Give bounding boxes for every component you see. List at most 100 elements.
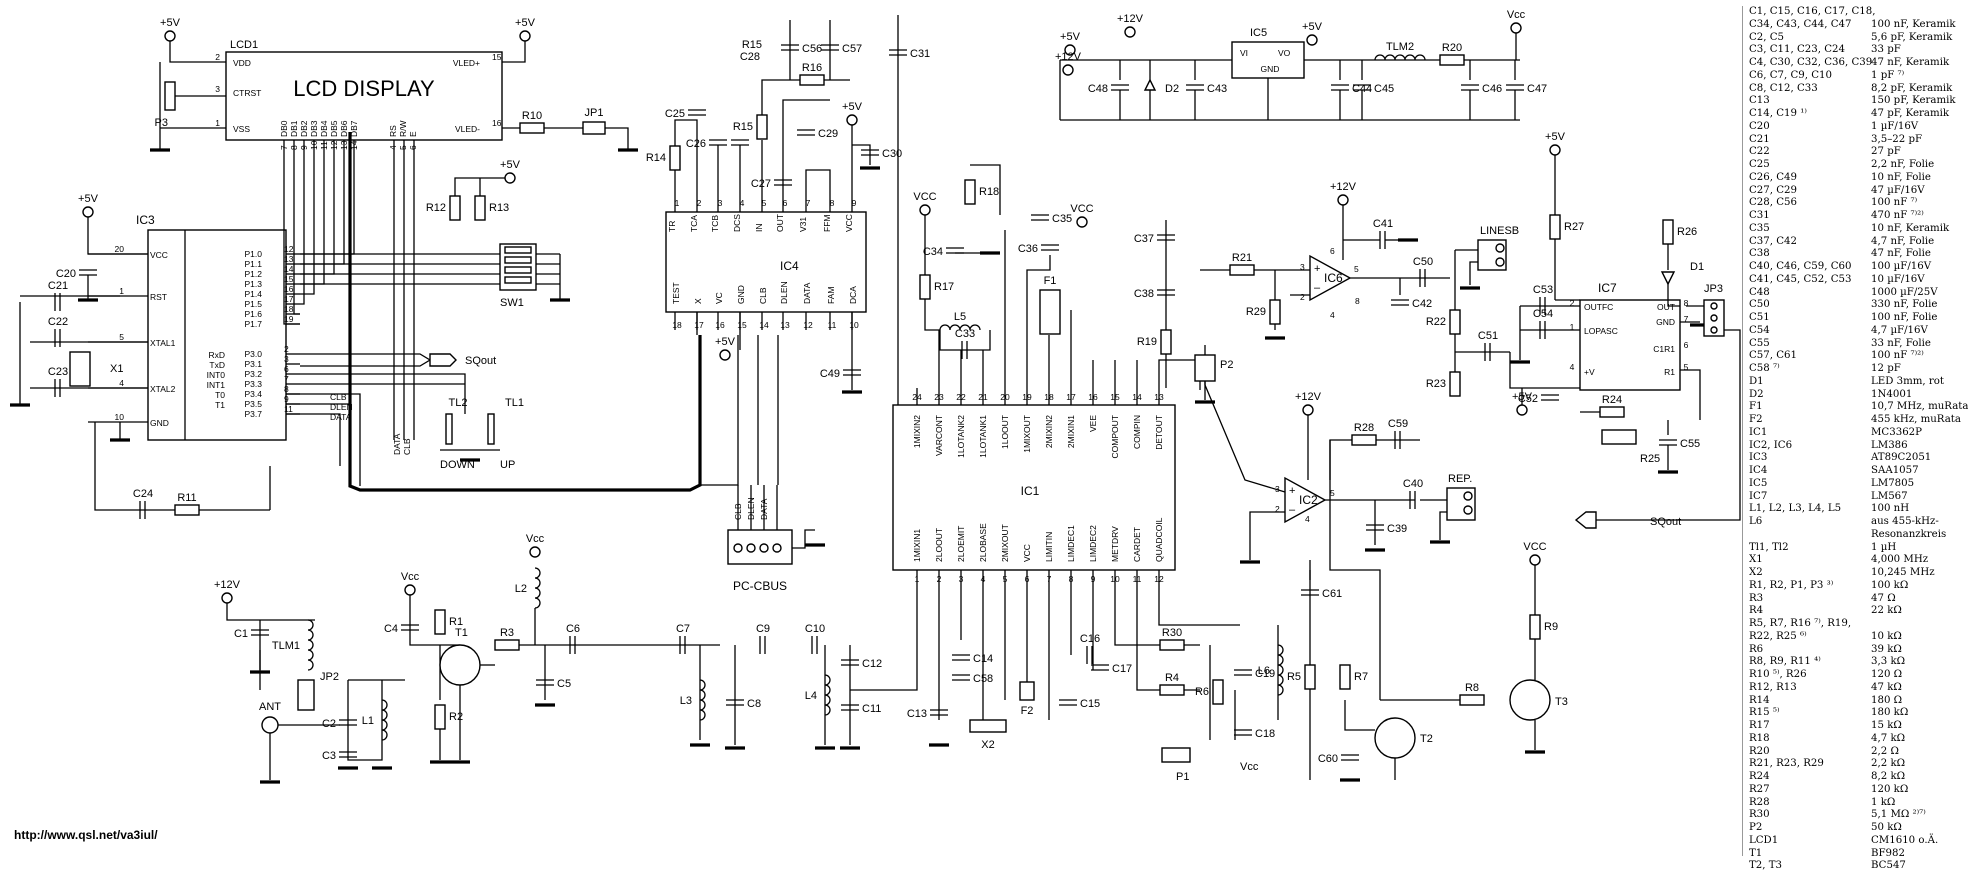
parts-list-panel: C1, C15, C16, C17, C18,C34, C43, C44, C4… xyxy=(1742,6,1968,871)
ic4-pin: TCB xyxy=(710,215,720,232)
part-value: 4,7 µF/16V xyxy=(1871,324,1928,336)
pot-label: R25 xyxy=(1640,453,1660,465)
pot-label: P3 xyxy=(155,117,168,129)
ic3-pin: P1.4 xyxy=(245,289,263,299)
filter-f2 xyxy=(1019,681,1035,701)
part-ref: X1 xyxy=(1749,554,1763,566)
wire xyxy=(1026,255,1051,388)
opamp-pin: 2 xyxy=(1300,292,1305,302)
ic4-pin: DLEN xyxy=(779,281,789,304)
wire xyxy=(300,140,305,305)
ic7-pin: OUTFC xyxy=(1584,302,1613,312)
part-value: 100 nF, Folie xyxy=(1871,312,1938,323)
resistor-label: R3 xyxy=(500,627,514,639)
ic4-ref: IC4 xyxy=(780,259,799,273)
resistor-symbol xyxy=(1339,664,1351,690)
resistor-symbol xyxy=(756,114,768,140)
ic7-pin: LOPASC xyxy=(1584,326,1618,336)
ic1-ref: IC1 xyxy=(1021,484,1040,498)
connector-rep xyxy=(1446,487,1476,521)
ic4-pin: GND xyxy=(736,285,746,304)
resistor-label: R15 xyxy=(742,39,762,51)
resistor-label: R8 xyxy=(1465,682,1479,694)
resistor-label: R1 xyxy=(449,616,463,628)
ic4-pin: CLB xyxy=(758,287,768,304)
resistor-label: R20 xyxy=(1442,42,1462,54)
opamp-pin: 3 xyxy=(1275,484,1280,494)
ic4-pin-number: 14 xyxy=(759,320,769,330)
supply-label: Vcc xyxy=(1240,761,1259,773)
part-ref: T1 xyxy=(1749,847,1763,859)
capacitor-label: C45 xyxy=(1374,83,1394,95)
wire xyxy=(939,330,991,351)
ic3-alt-pin: TxD xyxy=(209,360,225,370)
part-ref: L6 xyxy=(1749,516,1763,527)
part-value: 4,7 nF, Folie xyxy=(1871,235,1935,247)
resistor-symbol xyxy=(919,274,931,300)
capacitor-label: C23 xyxy=(48,366,68,378)
opamp-minus: – xyxy=(1289,504,1296,516)
ic4-pin: TEST xyxy=(671,282,681,304)
resistor-label: R11 xyxy=(177,492,196,504)
supply-terminal xyxy=(1064,44,1076,56)
ic4-pin-number: 6 xyxy=(783,198,788,208)
wire xyxy=(1114,590,1200,646)
ic1-pin: 2LOBASE xyxy=(978,523,988,562)
ic7-pin-number: 4 xyxy=(1570,362,1575,372)
wire xyxy=(1667,284,1680,307)
ic1-pin: 2LOOUT xyxy=(934,528,944,562)
lcd-pin-number: 5 xyxy=(398,145,408,150)
parts-row: R8, R9, R11 ⁴⁾3,3 kΩ xyxy=(1749,656,1956,669)
connector-pin xyxy=(1710,314,1718,322)
ic1-pin: 1MIXIN2 xyxy=(912,415,922,448)
part-value: 330 nF, Folie xyxy=(1871,299,1938,311)
wire xyxy=(94,422,270,511)
part-value: LM567 xyxy=(1871,490,1908,502)
part-ref: R5, R7, R16 ⁷⁾, R19, xyxy=(1749,618,1852,629)
part-ref: L1, L2, L3, L4, L5 xyxy=(1749,503,1842,515)
pot-label: P1 xyxy=(1176,771,1189,783)
ic1-pin: LIMDEC2 xyxy=(1088,525,1098,562)
resistor-label: R16 xyxy=(802,62,822,74)
ic4-pin-number: 5 xyxy=(762,198,767,208)
capacitor-label: C33 xyxy=(955,328,975,340)
part-value: CM1610 o.Ä. xyxy=(1871,834,1939,846)
resistor-label: R15 xyxy=(733,121,753,133)
part-value: 10,245 MHz xyxy=(1871,567,1935,578)
supply-label: +5V xyxy=(1545,131,1566,143)
mosfet-t1 xyxy=(439,644,481,686)
wire xyxy=(283,140,300,325)
part-ref: R28 xyxy=(1749,796,1770,808)
wire xyxy=(348,132,702,492)
source-url[interactable]: http://www.qsl.net/va3iul/ xyxy=(14,828,158,842)
opamp-symbol xyxy=(1284,476,1327,524)
capacitor-label: C56 xyxy=(802,43,822,55)
part-ref: C22 xyxy=(1749,146,1770,158)
part-value: 1000 µF/25V xyxy=(1871,286,1938,298)
supply-terminal xyxy=(1076,216,1088,228)
lcd-ctrl-pin: RS xyxy=(388,125,398,137)
inductor-label: L6 xyxy=(1258,665,1270,677)
inductor-label: L1 xyxy=(362,715,374,727)
wire xyxy=(286,393,361,486)
transistor-label: T1 xyxy=(455,627,468,639)
wire xyxy=(226,603,315,621)
part-value: 39 kΩ xyxy=(1871,643,1902,655)
resistor-symbol xyxy=(1449,371,1461,397)
ic7-pin: OUT xyxy=(1657,302,1675,312)
supply-label: +5V xyxy=(78,193,99,205)
part-value: 47 pF, Keramik xyxy=(1871,108,1950,119)
part-value: 180 Ω xyxy=(1871,694,1903,706)
